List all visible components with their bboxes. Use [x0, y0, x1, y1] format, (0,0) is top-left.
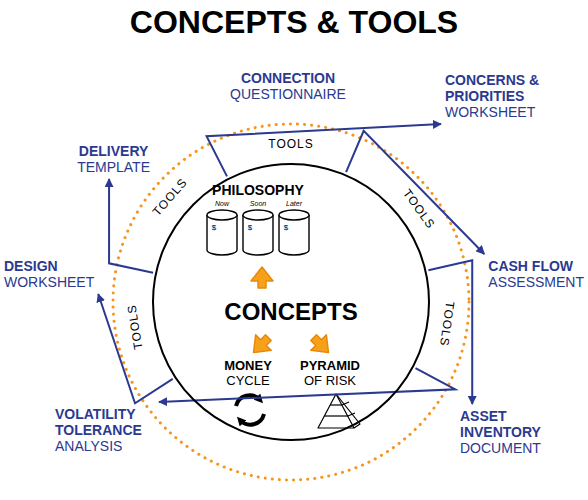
pyramid-icon: [318, 394, 360, 428]
node-heading: VOLATILITY TOLERANCE: [55, 406, 155, 438]
node-body: CYCLE: [224, 373, 272, 388]
tool-label: VOLATILITY TOLERANCEANALYSIS: [55, 406, 155, 454]
tool-arrow: [159, 368, 455, 402]
tool-label: ASSET INVENTORYDOCUMENT: [460, 408, 560, 456]
node-body: ASSESSMENT: [488, 274, 584, 290]
concept-node: MONEYCYCLE: [224, 358, 272, 388]
tool-arrow: [428, 260, 472, 404]
bucket-label: Soon: [250, 199, 266, 208]
money-cycle-icon: [236, 395, 264, 424]
node-heading: CONCERNS & PRIORITIES: [445, 72, 563, 104]
node-body: WORKSHEET: [445, 104, 563, 120]
node-heading: DELIVERY: [77, 143, 150, 159]
title-wrap: CONCEPTS & TOOLS: [0, 3, 588, 41]
label-wrap: $: [284, 223, 288, 233]
tool-label: CASH FLOWASSESSMENT: [488, 258, 584, 290]
concept-node: PYRAMIDOF RISK: [300, 358, 360, 388]
node-body: TEMPLATE: [77, 159, 150, 175]
label-wrap: TOOLS: [268, 137, 313, 151]
node-body: WORKSHEET: [4, 274, 94, 290]
node-body: DOCUMENT: [460, 440, 560, 456]
tools-label: TOOLS: [268, 137, 313, 151]
tool-label: DELIVERYTEMPLATE: [77, 143, 150, 175]
dollar-sign: $: [212, 223, 216, 233]
concept-node: PHILOSOPHY: [212, 182, 304, 198]
bucket-cylinders: [207, 210, 309, 255]
tool-label: DESIGNWORKSHEET: [4, 258, 94, 290]
node-heading: PHILOSOPHY: [212, 182, 304, 198]
node-heading: CONNECTION: [230, 70, 346, 86]
bucket-label: Later: [286, 199, 302, 208]
node-heading: MONEY: [224, 358, 272, 373]
tools-label: TOOLS: [150, 175, 190, 219]
node-body: QUESTIONNAIRE: [230, 86, 346, 102]
node-body: OF RISK: [300, 373, 360, 388]
label-wrap: Soon: [250, 199, 266, 208]
dotted-ring: [113, 124, 469, 480]
label-wrap: $: [212, 223, 216, 233]
node-body: ANALYSIS: [55, 438, 155, 454]
tools-label: TOOLS: [124, 303, 145, 350]
tool-arrow: [109, 179, 153, 273]
node-heading: DESIGN: [4, 258, 94, 274]
tools-label: TOOLS: [437, 300, 457, 347]
node-heading: PYRAMID: [300, 358, 360, 373]
tool-label: CONNECTIONQUESTIONNAIRE: [230, 70, 346, 102]
dollar-sign: $: [248, 223, 252, 233]
label-wrap: TOOLS: [437, 300, 457, 347]
node-heading: CASH FLOW: [488, 258, 584, 274]
dollar-sign: $: [284, 223, 288, 233]
label-wrap: Later: [286, 199, 302, 208]
title: CONCEPTS & TOOLS: [0, 3, 588, 41]
tool-label: CONCERNS & PRIORITIESWORKSHEET: [445, 72, 563, 120]
label-wrap: TOOLS: [124, 303, 145, 350]
tool-arrow: [346, 131, 484, 254]
bucket-label: Now: [215, 199, 229, 208]
label-wrap: $: [248, 223, 252, 233]
node-heading: CONCEPTS: [152, 298, 430, 326]
label-wrap: Now: [215, 199, 229, 208]
node-heading: ASSET INVENTORY: [460, 408, 560, 440]
label-wrap: TOOLS: [150, 175, 190, 219]
